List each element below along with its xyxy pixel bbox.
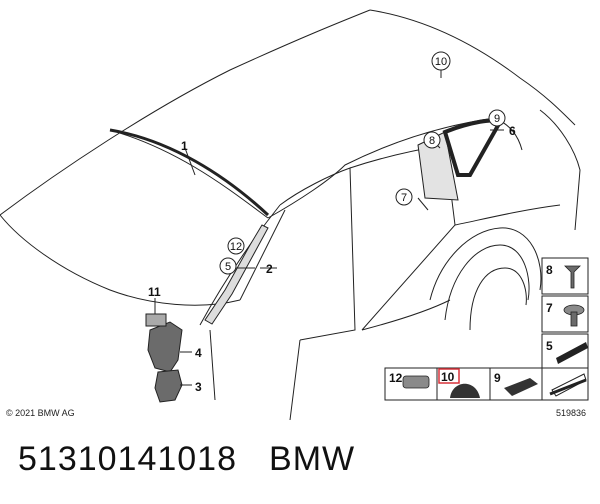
svg-text:5: 5	[546, 339, 553, 353]
callout-10: 10	[431, 51, 451, 71]
copyright-text: © 2021 BMW AG	[6, 408, 75, 418]
leader-lines	[154, 70, 504, 386]
svg-text:9: 9	[494, 371, 501, 385]
svg-text:8: 8	[429, 135, 435, 147]
highlight-box-10	[438, 368, 460, 384]
callout-4: 4	[195, 346, 202, 360]
brand-name: BMW	[269, 440, 356, 478]
a-pillar-trim	[204, 224, 269, 325]
legend-row-bottom: 12 10 9	[384, 367, 589, 401]
callout-7: 7	[395, 188, 413, 206]
svg-text:5: 5	[225, 261, 231, 273]
callout-12: 12	[227, 237, 245, 255]
legend-box-8: 8	[541, 257, 589, 295]
part-footer: 51310141018 BMW	[18, 440, 588, 490]
svg-text:10: 10	[435, 56, 447, 68]
callout-1: 1	[181, 139, 188, 153]
callout-8: 8	[423, 131, 441, 149]
callout-2: 2	[266, 262, 273, 276]
parts-diagram: 1 2 3 4 6 11 5 12 7 8 9 10 8 7 5	[0, 9, 589, 421]
svg-text:7: 7	[401, 192, 407, 204]
diagram-id: 519836	[556, 408, 586, 418]
car-outline	[0, 9, 581, 421]
bracket-4	[147, 321, 183, 373]
svg-text:12: 12	[389, 371, 403, 385]
window-frame-trim	[442, 118, 503, 177]
callout-5: 5	[219, 257, 237, 275]
legend-box-7: 7	[541, 295, 589, 333]
svg-text:9: 9	[494, 113, 500, 125]
svg-text:8: 8	[546, 263, 553, 277]
svg-text:10: 10	[441, 370, 455, 384]
callout-9: 9	[488, 109, 506, 127]
part-number: 51310141018	[18, 440, 238, 478]
legend-box-5: 5	[541, 333, 589, 369]
bracket-3	[154, 369, 183, 403]
callout-3: 3	[195, 380, 202, 394]
callout-11: 11	[148, 285, 161, 299]
svg-text:12: 12	[230, 241, 242, 253]
clip-11	[145, 313, 167, 327]
svg-text:7: 7	[546, 301, 553, 315]
callout-6: 6	[509, 124, 516, 138]
windshield-strip	[109, 128, 270, 217]
